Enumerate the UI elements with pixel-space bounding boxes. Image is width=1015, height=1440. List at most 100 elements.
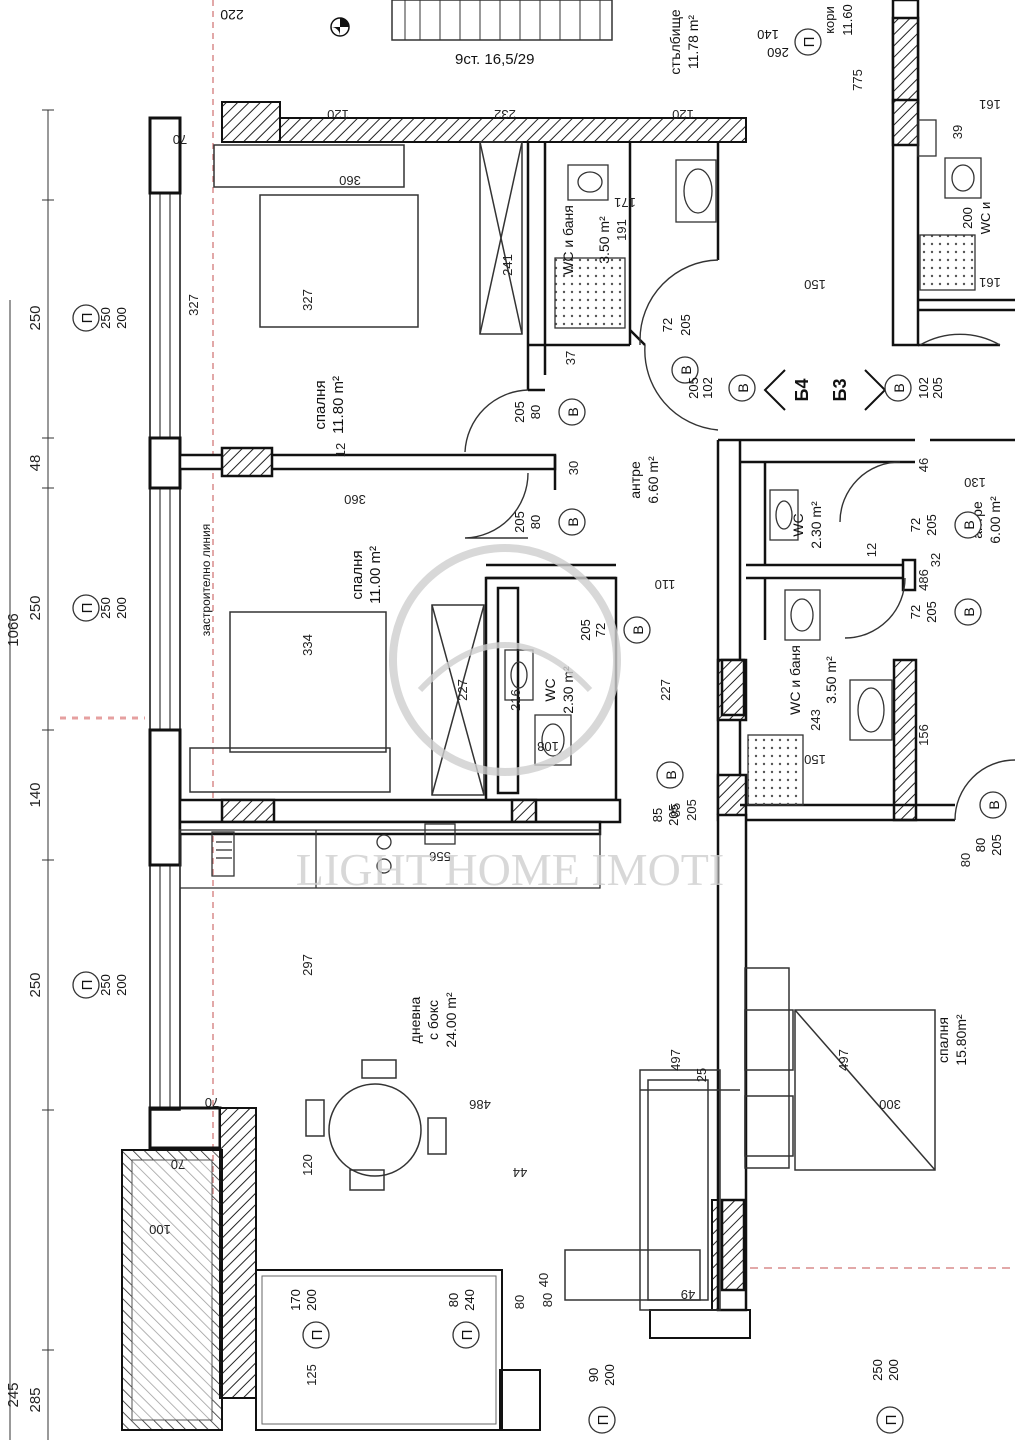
dim-label: 85 [668, 803, 683, 817]
dim-left-250c: 250 [27, 972, 44, 997]
dim-label: 46 [916, 458, 931, 472]
svg-text:В: В [678, 365, 694, 374]
dim-label: 150 [804, 752, 826, 767]
svg-text:П: П [79, 603, 96, 614]
svg-text:В: В [663, 770, 679, 779]
dim-label: 120 [672, 107, 694, 122]
svg-text:В: В [891, 383, 907, 392]
room-wc-2-name: WC [790, 513, 806, 536]
svg-text:П: П [459, 1330, 476, 1341]
dim-left-245: 245 [5, 1382, 22, 1407]
room-hall-1-area: 6.60 m² [645, 456, 661, 504]
interior-walls [178, 0, 1015, 1312]
dim-label: 297 [300, 954, 315, 976]
stairwell-label: стълбище [667, 9, 683, 75]
svg-text:П: П [883, 1415, 900, 1426]
dim-label: 161 [979, 97, 1001, 112]
dim-label: 40 [536, 1273, 551, 1287]
svg-text:205: 205 [678, 314, 693, 336]
room-living-area: 24.00 m² [443, 992, 459, 1048]
svg-text:140: 140 [757, 27, 779, 42]
svg-text:250: 250 [870, 1359, 885, 1381]
dim-left-285: 285 [27, 1387, 44, 1412]
stairs-label: 9ст. 16,5/29 [455, 51, 534, 68]
dim-label: 108 [537, 739, 559, 754]
dim-label: 486 [469, 1097, 491, 1112]
dim-label: 334 [300, 634, 315, 656]
room-wc-2-area: 2.30 m² [808, 501, 824, 549]
dim-label: 80 [540, 1293, 555, 1307]
apartment-markers: Б4 Б3 [763, 369, 887, 411]
dim-label: 497 [836, 1049, 851, 1071]
dim-label: 232 [494, 107, 516, 122]
room-wc-bath-1-area: 3.50 m² [596, 216, 612, 264]
svg-text:80: 80 [973, 838, 988, 852]
exterior-walls [148, 101, 751, 1431]
corridor-label: кори [822, 6, 837, 34]
room-wc-bath-3-name: WC и [978, 202, 993, 235]
kitchen-counter [179, 823, 601, 889]
room-living-name-1: дневна [407, 996, 423, 1043]
apartment-b4-label: Б4 [792, 379, 812, 402]
svg-text:80: 80 [528, 515, 543, 529]
svg-text:72: 72 [908, 605, 923, 619]
svg-text:200: 200 [304, 1289, 319, 1311]
dim-label: 30 [566, 461, 581, 475]
svg-text:205: 205 [930, 377, 945, 399]
balcony [121, 1149, 503, 1431]
room-hall-2-area: 6.00 m² [987, 496, 1003, 544]
room-wc-bath-1-name: WC и баня [560, 205, 576, 275]
dim-label: 37 [563, 351, 578, 365]
svg-text:85: 85 [650, 808, 665, 822]
svg-text:200: 200 [114, 597, 129, 619]
dim-label: 775 [850, 69, 865, 91]
dim-label: 80 [512, 1295, 527, 1309]
dim-left-1066: 1066 [5, 613, 22, 646]
dim-label: 80 [958, 853, 973, 867]
wall-dimension-labels: 70 120 232 120 360 327 327 171 191 241 3… [149, 69, 1001, 1386]
level-marker-icon [330, 17, 350, 37]
svg-text:200: 200 [114, 307, 129, 329]
dim-label: 360 [344, 492, 366, 507]
sofa [564, 1069, 740, 1311]
room-bedroom-3-area: 15.80m² [953, 1014, 969, 1066]
svg-text:П: П [79, 980, 96, 991]
bed [189, 604, 485, 796]
svg-text:170: 170 [288, 1289, 303, 1311]
room-bedroom-1-name: спалня [312, 380, 329, 429]
room-hall-1-name: антре [627, 461, 643, 499]
dim-label: 241 [500, 254, 515, 276]
svg-text:250: 250 [98, 974, 113, 996]
svg-text:80: 80 [446, 1293, 461, 1307]
svg-text:В: В [630, 625, 646, 634]
svg-text:205: 205 [512, 511, 527, 533]
dim-label: 100 [149, 1222, 171, 1237]
svg-text:240: 240 [462, 1289, 477, 1311]
room-wc-1-name: WC [542, 678, 558, 701]
svg-text:205: 205 [924, 601, 939, 623]
dim-label: 110 [655, 577, 676, 592]
svg-text:В: В [565, 407, 581, 416]
dim-label: 191 [614, 219, 629, 241]
building-line-label: застроително линия [199, 524, 213, 637]
dim-label: 120 [327, 107, 349, 122]
svg-text:В: В [961, 520, 977, 529]
stairs [391, 0, 613, 41]
dim-label: 161 [979, 275, 1001, 290]
bathroom-fixtures [504, 119, 982, 806]
dim-left-250a: 250 [27, 305, 44, 330]
dim-label: 497 [668, 1049, 683, 1071]
dim-label: 327 [186, 294, 201, 316]
svg-text:205: 205 [512, 401, 527, 423]
